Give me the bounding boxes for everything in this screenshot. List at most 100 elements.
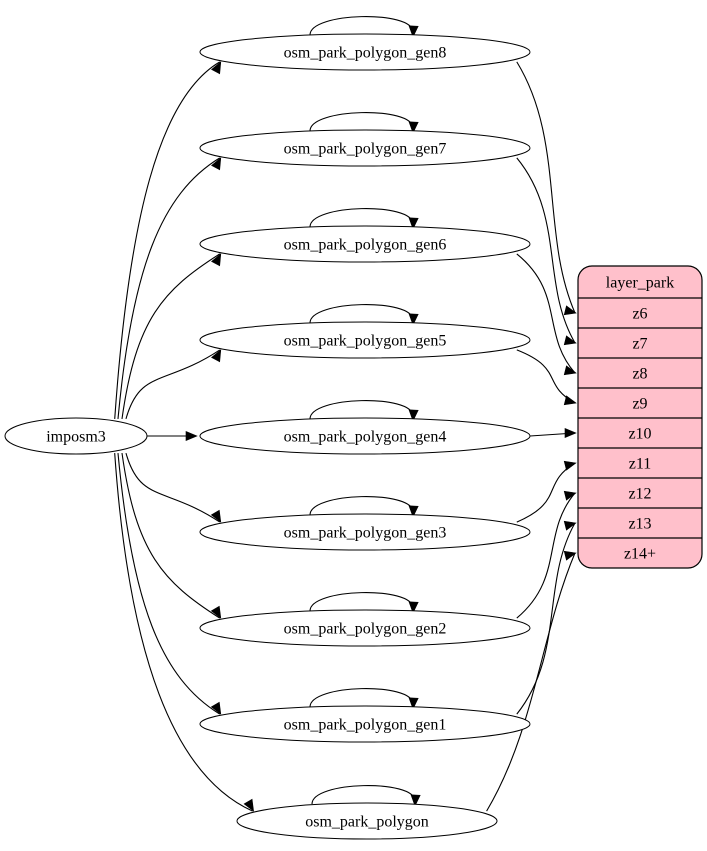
edge-arrowhead (210, 605, 222, 619)
edge-imposm3-to-osm_park_polygon_gen2 (121, 453, 222, 619)
record-row-z9[interactable]: z9 (578, 388, 702, 418)
self-loop-arrowhead (408, 25, 419, 38)
node-osm_park_polygon[interactable]: osm_park_polygon (236, 802, 498, 840)
self-loop-osm_park_polygon_gen1 (309, 688, 419, 710)
node-osm_park_polygon_gen6[interactable]: osm_park_polygon_gen6 (199, 225, 531, 263)
edge-path (516, 349, 576, 404)
edge-path (117, 157, 221, 419)
node-shape[interactable] (4, 417, 148, 455)
node-imposm3[interactable]: imposm3 (4, 417, 148, 455)
record-row-z12[interactable]: z12 (578, 478, 702, 508)
self-loop-path (309, 16, 414, 36)
self-loop-arrowhead (408, 217, 419, 230)
edge-arrowhead (185, 430, 198, 442)
record-row-z14+[interactable]: z14+ (578, 538, 702, 568)
self-loop-arrowhead (408, 313, 419, 326)
self-loop-arrowhead (408, 121, 419, 134)
node-shape[interactable] (199, 225, 531, 263)
self-loop-path (309, 112, 414, 132)
self-loop-path (309, 688, 414, 708)
edge-osm_park_polygon_gen5-to-z9 (516, 349, 577, 406)
record-row-label: z14+ (624, 546, 656, 563)
node-shape[interactable] (236, 802, 498, 840)
node-osm_park_polygon_gen5[interactable]: osm_park_polygon_gen5 (199, 321, 531, 359)
self-loop-arrowhead (408, 601, 419, 614)
edge-path (486, 552, 576, 812)
record-header-label: layer_park (606, 275, 674, 292)
edge-arrowhead (243, 798, 254, 812)
node-label: osm_park_polygon (305, 814, 429, 831)
edge-osm_park_polygon_gen4-to-z10 (529, 427, 577, 439)
edge-osm_park_polygon_gen8-to-z6 (516, 61, 577, 316)
edge-imposm3-to-osm_park_polygon_gen8 (114, 61, 222, 419)
node-label: osm_park_polygon_gen8 (284, 45, 447, 62)
record-row-label: z9 (632, 396, 647, 413)
edge-path (114, 61, 221, 419)
edge-arrowhead (563, 305, 577, 316)
node-label: osm_park_polygon_gen4 (284, 429, 447, 446)
node-label: imposm3 (46, 429, 106, 446)
edge-path (114, 453, 253, 812)
node-shape[interactable] (199, 321, 531, 359)
record-row-z7[interactable]: z7 (578, 328, 702, 358)
record-row-label: z6 (632, 306, 647, 323)
self-loop-path (309, 496, 414, 516)
edges-layer (114, 16, 577, 812)
record-row-z8[interactable]: z8 (578, 358, 702, 388)
edge-osm_park_polygon_gen6-to-z8 (516, 253, 577, 376)
edge-arrowhead (563, 395, 577, 406)
self-loop-osm_park_polygon_gen8 (309, 16, 419, 38)
node-label: osm_park_polygon_gen6 (284, 237, 447, 254)
record-row-label: z13 (628, 516, 651, 533)
node-shape[interactable] (199, 129, 531, 167)
node-osm_park_polygon_gen8[interactable]: osm_park_polygon_gen8 (199, 33, 531, 71)
self-loop-osm_park_polygon_gen4 (309, 400, 419, 422)
node-label: osm_park_polygon_gen3 (284, 525, 447, 542)
node-shape[interactable] (199, 705, 531, 743)
edge-path (516, 492, 576, 619)
edge-arrowhead (563, 490, 577, 501)
record-row-label: z8 (632, 366, 647, 383)
record-row-z6[interactable]: z6 (578, 298, 702, 328)
record-row-z11[interactable]: z11 (578, 448, 702, 478)
node-shape[interactable] (199, 513, 531, 551)
node-shape[interactable] (199, 417, 531, 455)
self-loop-path (309, 304, 414, 324)
node-osm_park_polygon_gen1[interactable]: osm_park_polygon_gen1 (199, 705, 531, 743)
edge-arrowhead (210, 701, 222, 715)
edge-path (121, 453, 221, 619)
edge-osm_park_polygon_gen3-to-z11 (516, 460, 577, 523)
self-loop-path (309, 592, 414, 612)
record-row-z10[interactable]: z10 (578, 418, 702, 448)
edge-arrowhead (564, 427, 577, 439)
node-label: osm_park_polygon_gen1 (284, 717, 447, 734)
edge-arrowhead (210, 509, 222, 523)
self-loop-arrowhead (408, 697, 419, 710)
node-osm_park_polygon_gen4[interactable]: osm_park_polygon_gen4 (199, 417, 531, 455)
edge-osm_park_polygon-to-z14+ (486, 550, 577, 812)
edge-path (516, 522, 576, 715)
edge-path (125, 349, 221, 420)
nodes-layer: imposm3 osm_park_polygon_gen8 osm_park_pol… (4, 33, 531, 840)
record-row-label: z12 (628, 486, 651, 503)
edge-imposm3-to-osm_park_polygon (114, 453, 254, 812)
node-label: osm_park_polygon_gen2 (284, 621, 447, 638)
node-shape[interactable] (199, 33, 531, 71)
self-loop-osm_park_polygon_gen5 (309, 304, 419, 326)
edge-arrowhead (563, 550, 577, 561)
self-loop-osm_park_polygon_gen6 (309, 208, 419, 230)
self-loop-path (311, 785, 416, 805)
self-loop-osm_park_polygon_gen2 (309, 592, 419, 614)
record-row-z13[interactable]: z13 (578, 508, 702, 538)
record-table-body (577, 265, 703, 569)
edge-osm_park_polygon_gen1-to-z13 (516, 520, 577, 715)
edge-osm_park_polygon_gen2-to-z12 (516, 490, 577, 619)
node-osm_park_polygon_gen2[interactable]: osm_park_polygon_gen2 (199, 609, 531, 647)
node-label: osm_park_polygon_gen5 (284, 333, 447, 350)
node-osm_park_polygon_gen7[interactable]: osm_park_polygon_gen7 (199, 129, 531, 167)
node-osm_park_polygon_gen3[interactable]: osm_park_polygon_gen3 (199, 513, 531, 551)
node-shape[interactable] (199, 609, 531, 647)
